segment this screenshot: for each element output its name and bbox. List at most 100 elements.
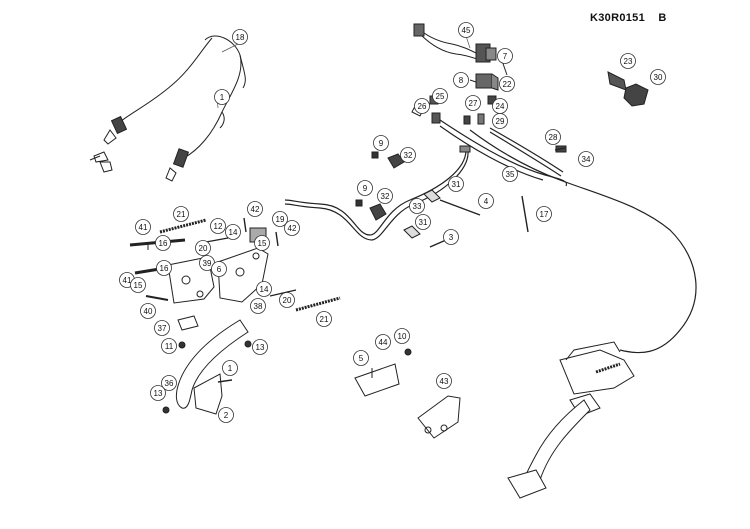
callout-c17: 17: [536, 206, 552, 222]
callout-circle: [225, 224, 241, 240]
callout-c9b: 9: [357, 180, 373, 196]
callout-circle: [465, 95, 481, 111]
callout-number: 31: [419, 218, 428, 227]
callout-circle: [250, 298, 266, 314]
callout-c32b: 32: [377, 188, 393, 204]
callout-number: 33: [413, 202, 422, 211]
callout-circle: [154, 320, 170, 336]
callout-circle: [377, 188, 393, 204]
callout-number: 36: [165, 379, 174, 388]
callout-number: 16: [159, 239, 168, 248]
callout-circle: [545, 129, 561, 145]
drawing-revision: B: [658, 12, 667, 24]
callout-circle: [161, 338, 177, 354]
callout-c43: 43: [436, 373, 452, 389]
callout-c38: 38: [250, 298, 266, 314]
callout-c45: 45: [458, 22, 474, 38]
callout-c35: 35: [502, 166, 518, 182]
callout-circle: [214, 89, 230, 105]
callout-number: 32: [381, 192, 390, 201]
callout-circle: [232, 29, 248, 45]
callout-number: 29: [496, 117, 505, 126]
callout-circle: [279, 292, 295, 308]
callout-number: 42: [288, 224, 297, 233]
callout-number: 34: [582, 155, 591, 164]
callout-circle: [252, 339, 268, 355]
callout-circle: [409, 198, 425, 214]
callout-number: 22: [503, 80, 512, 89]
callout-c5: 5: [353, 350, 369, 366]
callout-circle: [443, 229, 459, 245]
callout-circle: [155, 235, 171, 251]
callout-c22: 22: [499, 76, 515, 92]
callout-number: 12: [214, 222, 223, 231]
callout-number: 21: [320, 315, 329, 324]
callout-number: 24: [496, 102, 505, 111]
callout-c1: 1: [214, 89, 230, 105]
callout-circle: [316, 311, 332, 327]
callout-c7: 7: [497, 48, 513, 64]
callout-number: 9: [379, 139, 384, 148]
callout-c15a: 15: [254, 235, 270, 251]
callout-c20b: 20: [279, 292, 295, 308]
callout-number: 31: [452, 180, 461, 189]
callout-number: 32: [404, 151, 413, 160]
callout-number: 41: [139, 223, 148, 232]
callout-number: 13: [256, 343, 265, 352]
callout-number: 1: [220, 93, 225, 102]
callout-c28: 28: [545, 129, 561, 145]
callout-circle: [492, 113, 508, 129]
callout-c32a: 32: [400, 147, 416, 163]
callout-circle: [400, 147, 416, 163]
callout-circle: [415, 214, 431, 230]
callout-c33: 33: [409, 198, 425, 214]
callout-number: 45: [462, 26, 471, 35]
callout-circle: [436, 373, 452, 389]
callout-c20a: 20: [195, 240, 211, 256]
callout-number: 44: [379, 338, 388, 347]
callout-circle: [375, 334, 391, 350]
callout-number: 20: [283, 296, 292, 305]
callout-c24: 24: [492, 98, 508, 114]
callout-c13b: 13: [150, 385, 166, 401]
callout-c19: 19: [272, 211, 288, 227]
callout-c4: 4: [478, 193, 494, 209]
drawing-reference-code: K30R0151 B: [590, 12, 667, 24]
callout-circle: [284, 220, 300, 236]
callout-number: 19: [276, 215, 285, 224]
callout-c31b: 31: [415, 214, 431, 230]
callout-circle: [135, 219, 151, 235]
callout-c10: 10: [394, 328, 410, 344]
solenoid-valve-assembly: [411, 23, 508, 125]
callout-number: 35: [506, 170, 515, 179]
callout-number: 23: [624, 57, 633, 66]
callout-number: 7: [503, 52, 508, 61]
callout-circle: [161, 375, 177, 391]
callout-circle: [578, 151, 594, 167]
callout-c42b: 42: [284, 220, 300, 236]
callout-number: 38: [254, 302, 263, 311]
callout-circle: [458, 22, 474, 38]
callout-c14a: 14: [225, 224, 241, 240]
callout-number: 6: [217, 265, 222, 274]
callout-circle: [195, 240, 211, 256]
callout-number: 15: [258, 239, 267, 248]
callout-circle: [394, 328, 410, 344]
wiring-harness: [89, 35, 246, 182]
callout-circle: [536, 206, 552, 222]
callout-number: 20: [199, 244, 208, 253]
drawing-code: K30R0151: [590, 12, 645, 24]
callout-number: 41: [123, 276, 132, 285]
callout-circle: [353, 350, 369, 366]
callout-circle: [373, 135, 389, 151]
callout-number: 18: [236, 33, 245, 42]
callout-circle: [222, 360, 238, 376]
callout-circle: [357, 180, 373, 196]
callout-circle: [247, 201, 263, 217]
callout-c6: 6: [211, 261, 227, 277]
callout-circle: [453, 72, 469, 88]
callout-c21a: 21: [173, 206, 189, 222]
pedal-assembly-right: [507, 341, 635, 499]
